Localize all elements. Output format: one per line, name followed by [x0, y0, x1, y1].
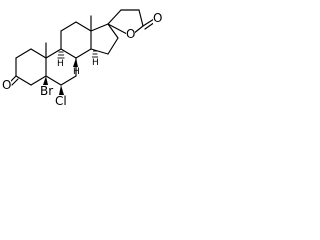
hydrogen-8-label: H [73, 67, 80, 77]
atom-labels: O O O Br Cl H H H [1, 11, 163, 108]
hydrogen-14-label: H [92, 58, 99, 68]
ring-d [90, 23, 119, 55]
methyl-groups [45, 15, 92, 59]
bromine-label: Br [40, 84, 53, 98]
hydrogen-9-label: H [57, 59, 64, 69]
ketone-oxygen-label: O [2, 78, 11, 92]
wedge-bond-chlorine [59, 85, 64, 95]
ring-oxygen-label: O [126, 27, 135, 41]
ring-c [60, 21, 92, 59]
chlorine-label: Cl [55, 94, 67, 108]
wedge-bond-bromine [43, 76, 48, 85]
ring-a [15, 48, 47, 86]
steroid-lactone-structure: O O O Br Cl H H H [1, 9, 163, 108]
wedge-bond-h8 [73, 58, 78, 67]
stereo-bonds [43, 50, 98, 95]
lactone-carbonyl-oxygen-label: O [153, 11, 162, 25]
